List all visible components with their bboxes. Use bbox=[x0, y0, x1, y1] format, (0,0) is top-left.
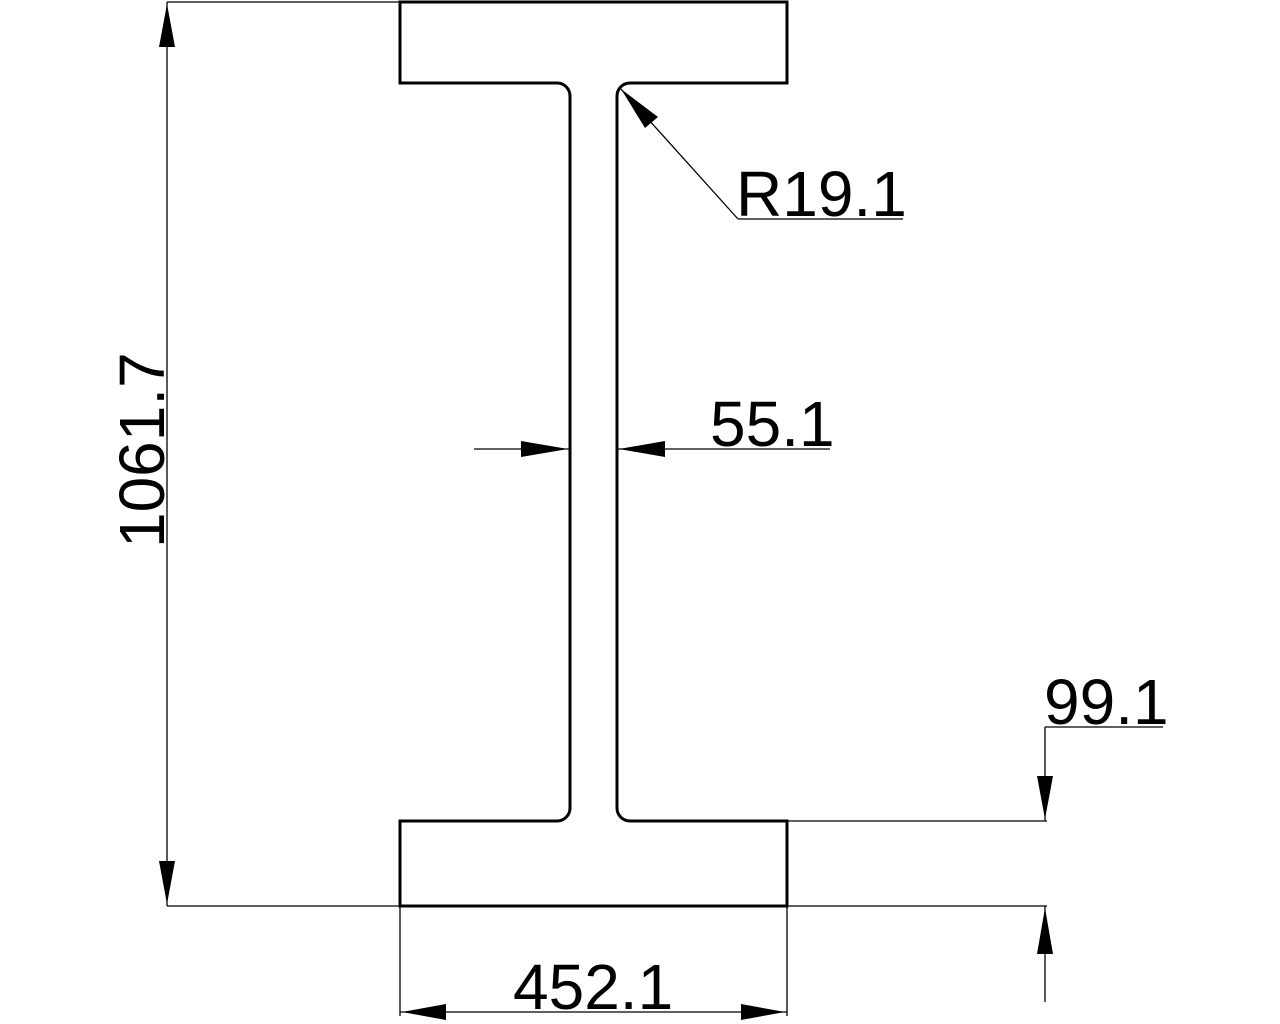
arrow-down-icon bbox=[1037, 776, 1053, 819]
width-dimension: 452.1 bbox=[399, 906, 788, 1023]
flange-thickness-label: 99.1 bbox=[1044, 666, 1169, 738]
leader-arrow-icon bbox=[621, 89, 658, 128]
web-thickness-label: 55.1 bbox=[710, 388, 835, 460]
web-thickness-dimension: 55.1 bbox=[474, 388, 835, 460]
fillet-radius-label: R19.1 bbox=[736, 158, 907, 230]
arrow-left-icon bbox=[619, 441, 665, 457]
arrow-up-icon bbox=[1037, 908, 1053, 954]
arrow-right-icon bbox=[741, 1004, 785, 1020]
fillet-radius-leader: R19.1 bbox=[620, 88, 907, 230]
arrow-right-icon bbox=[521, 441, 568, 457]
height-dimension: 1061.7 bbox=[106, 1, 400, 907]
width-label: 452.1 bbox=[513, 951, 673, 1023]
flange-thickness-dimension: 99.1 bbox=[787, 666, 1169, 1002]
arrow-up-icon bbox=[159, 4, 175, 47]
height-label: 1061.7 bbox=[106, 352, 178, 548]
arrow-down-icon bbox=[159, 861, 175, 904]
arrow-left-icon bbox=[402, 1004, 446, 1020]
